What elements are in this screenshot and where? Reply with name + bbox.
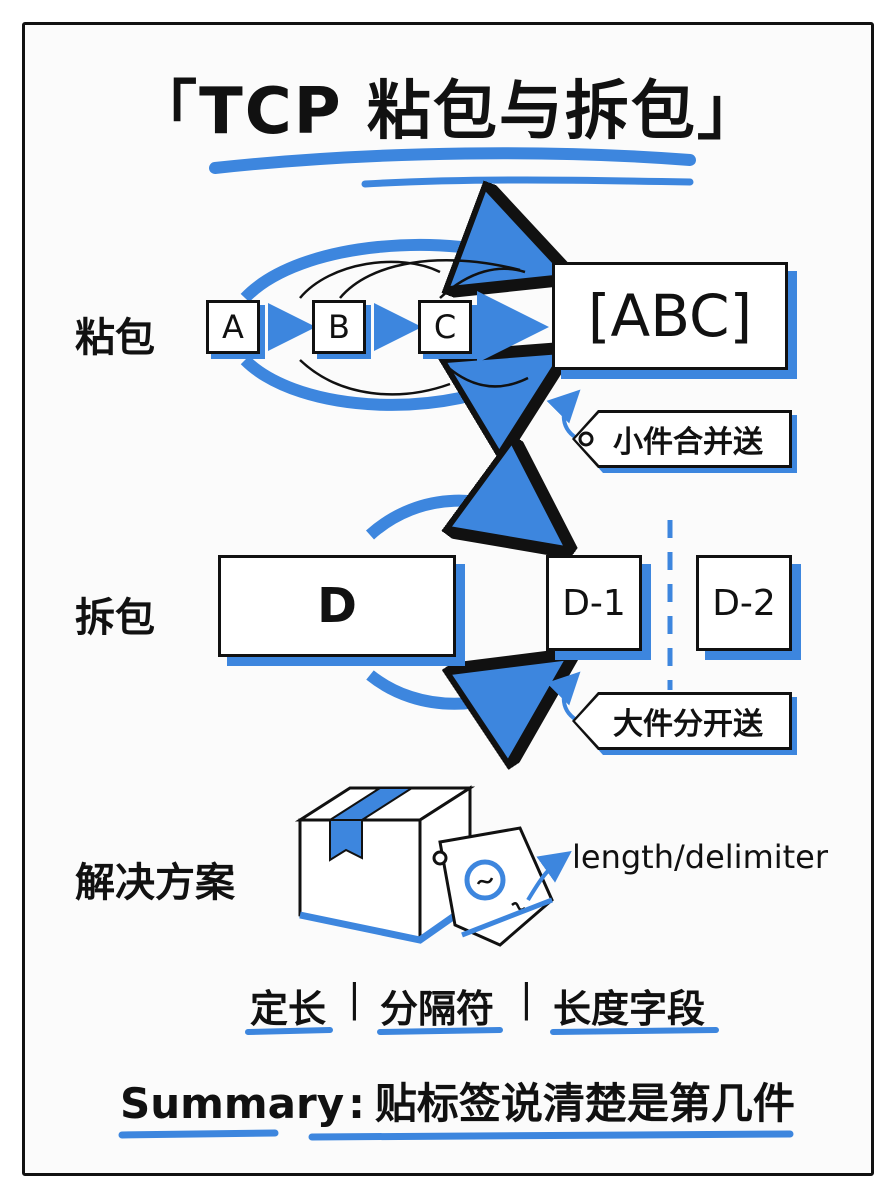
method-fixed-length: 定长 [250,987,327,1031]
split-tag: 大件分开送 [572,692,792,750]
solution-label: 解决方案 [75,860,235,906]
summary-prefix: Summary [120,1079,345,1128]
solution-annotation: length/delimiter [572,838,829,876]
split-label: 拆包 [75,595,155,641]
sticky-label: 粘包 [75,315,155,361]
part-packet-1: D-1 [546,555,642,651]
sticky-tag-text: 小件合并送 [575,413,789,465]
page-title: 「TCP 粘包与拆包」 [133,75,763,149]
summary-colon: : [348,1079,365,1128]
method-delimiter: 分隔符 [380,987,495,1031]
packet-b: B [312,300,366,354]
merged-packet: [ABC] [552,262,788,370]
large-packet: D [218,555,456,657]
sticky-tag: 小件合并送 [572,410,792,468]
split-tag-text: 大件分开送 [575,695,789,747]
method-separator-1: | [348,976,361,1020]
packet-c: C [418,300,472,354]
method-separator-2: | [520,976,533,1020]
packet-a: A [206,300,260,354]
method-length-field: 长度字段 [553,987,706,1031]
summary-text: 贴标签说清楚是第几件 [374,1079,795,1128]
summary: Summary:贴标签说清楚是第几件 [120,1070,795,1131]
part-packet-2: D-2 [696,555,792,651]
